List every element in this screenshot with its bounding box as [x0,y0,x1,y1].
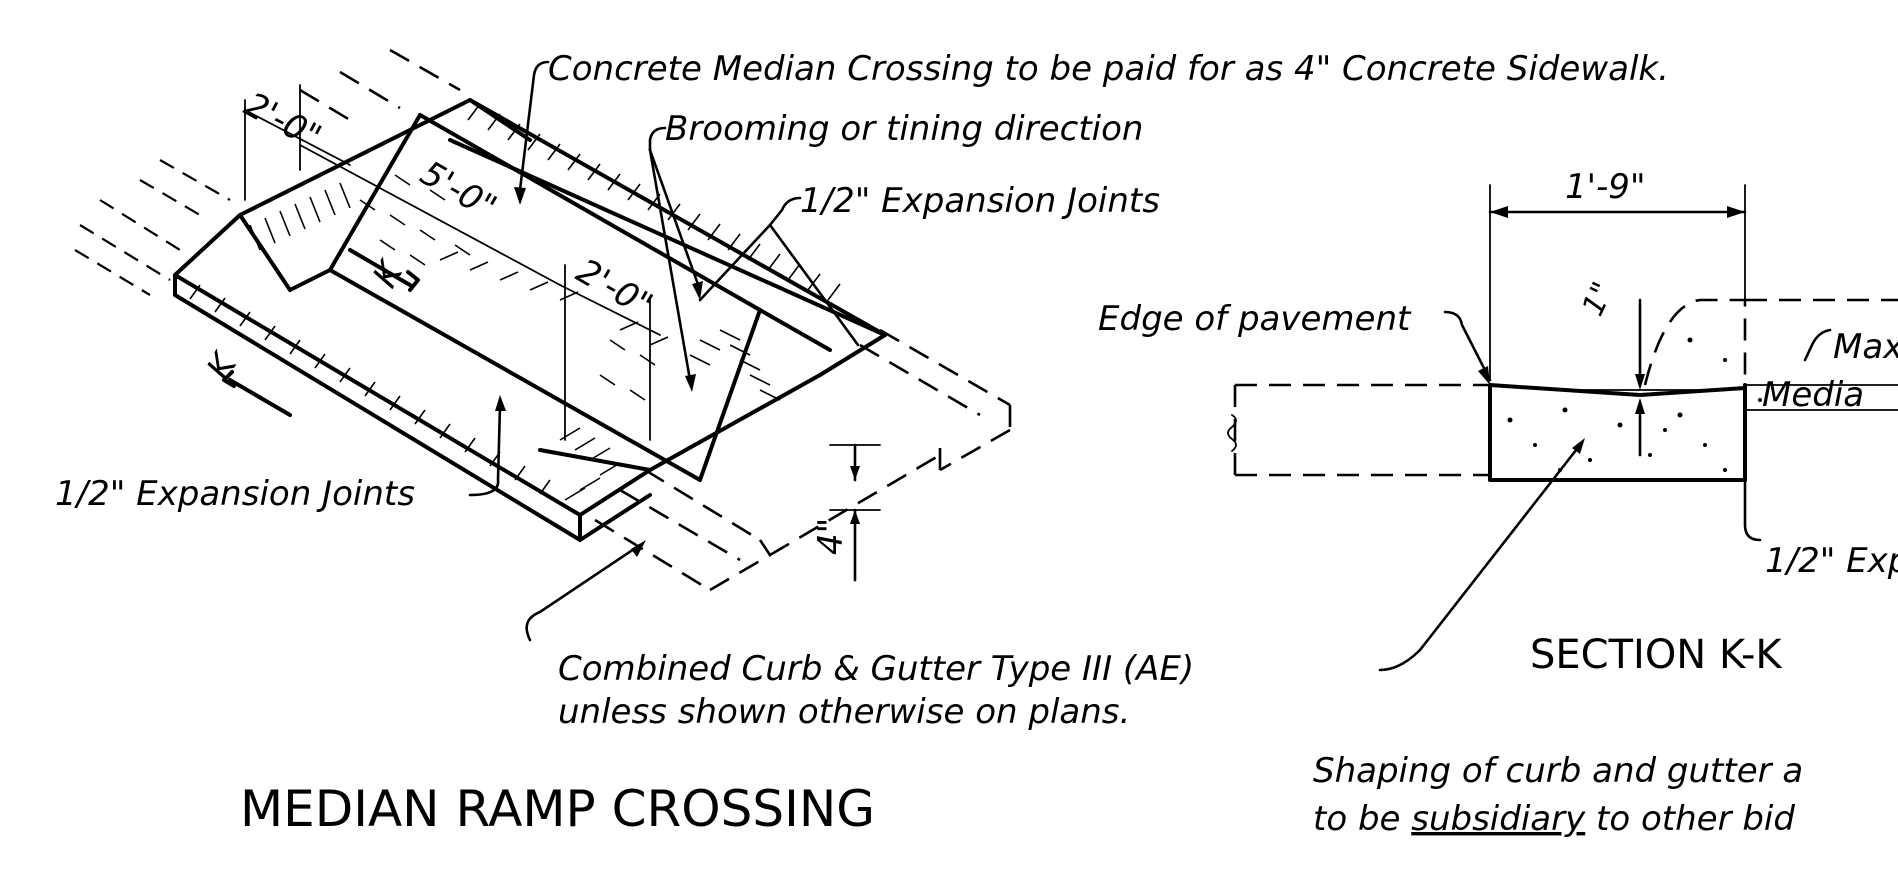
median-partial-label: Media [1762,375,1864,415]
edge-of-pavement-label: Edge of pavement [1098,299,1412,339]
expansion-joints-left-label: 1/2" Expansion Joints [55,474,415,514]
dim-2ft-top: 2'-0" [238,85,328,158]
curb-gutter-line1: Combined Curb & Gutter Type III (AE) [558,649,1194,689]
section-marker-lower-k: K [199,345,246,387]
curb-gutter-line2: unless shown otherwise on plans. [558,692,1130,732]
max-partial-label: Max [1833,327,1898,367]
section-view [1227,184,1898,672]
pavement-edge [1227,383,1490,477]
section-title: SECTION K-K [1530,632,1783,678]
dim-2ft-mid: 2'-0" [570,251,660,326]
dim-5ft: 5'-0" [414,153,504,228]
dim-1in-line [1569,298,1701,457]
dim-1ft9in: 1'-9" [1565,167,1646,207]
median-crossing-note: Concrete Median Crossing to be paid for … [548,49,1669,89]
shaping-line1: Shaping of curb and gutter a [1313,751,1803,791]
gutter-section [1488,298,1898,482]
curb-hatching [189,103,841,501]
broom-texture [359,174,656,401]
ramp-slab [173,98,887,542]
brooming-note: Brooming or tining direction [665,109,1143,149]
dim-1in: 1" [1576,277,1622,322]
expansion-partial-right-label: 1/2" Exp [1765,541,1898,581]
shaping-line2: to be subsidiary to other bid [1313,799,1795,839]
dim-4in: 4" [811,518,851,555]
median-extension-dashes [74,48,461,296]
plan-title: MEDIAN RAMP CROSSING [240,780,875,838]
median-extension-dashes-right [594,328,1012,592]
leader-lines [468,60,860,642]
aggregate-dots [1507,337,1762,472]
subsidiary-underlined: subsidiary [1411,799,1586,839]
section-leaders [1378,310,1832,672]
section-cut-arrows [222,248,420,417]
expansion-joints-top-label: 1/2" Expansion Joints [800,181,1160,221]
dim-1ft9in-line [1488,184,1747,381]
dimension-lines [244,84,881,582]
section-marker-upper-k: K [365,253,412,295]
